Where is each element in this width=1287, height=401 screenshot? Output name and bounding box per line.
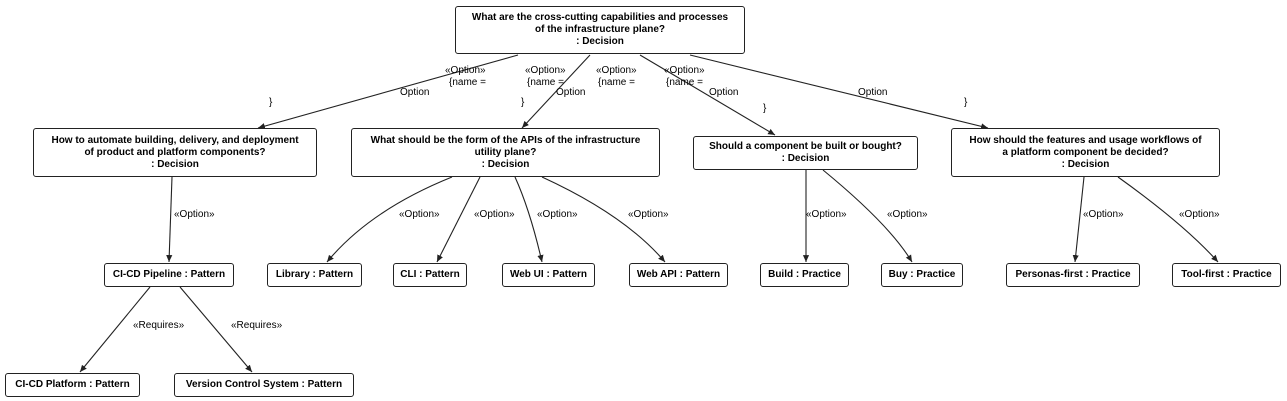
decision-apis[interactable]: What should be the form of the APIs of t…	[351, 128, 660, 177]
edge-bob-buy	[822, 169, 913, 263]
edge-root-automate	[257, 54, 519, 130]
node-text: Should a component be built or bought?	[709, 141, 902, 152]
edge-label-stereotype: «Option»	[1083, 209, 1124, 220]
edge-cicd-platform	[79, 286, 151, 373]
practice-tool-first[interactable]: Tool-first : Practice	[1172, 263, 1281, 287]
edge-label-stereotype: «Option»	[806, 209, 847, 220]
node-text: How should the features and usage workfl…	[969, 134, 1202, 146]
practice-personas-first[interactable]: Personas-first : Practice	[1006, 263, 1140, 287]
edge-label-stereotype: «Option»	[596, 65, 637, 76]
node-text: of product and platform components?	[84, 146, 266, 158]
node-text: : Decision	[781, 153, 830, 164]
pattern-vcs[interactable]: Version Control System : Pattern	[174, 373, 354, 397]
node-text: : Decision	[576, 36, 624, 47]
edge-label-requires: «Requires»	[231, 320, 283, 331]
edge-label-brace: }	[763, 103, 767, 114]
pattern-library[interactable]: Library : Pattern	[267, 263, 362, 287]
practice-buy[interactable]: Buy : Practice	[881, 263, 963, 287]
pattern-web-api[interactable]: Web API : Pattern	[629, 263, 728, 287]
pattern-cicd-platform[interactable]: CI-CD Platform : Pattern	[5, 373, 140, 397]
edge-label-stereotype: «Option»	[399, 209, 440, 220]
edge-label-option: Option	[858, 87, 888, 98]
node-text: : Decision	[1061, 158, 1110, 170]
edge-label-stereotype: «Option»	[537, 209, 578, 220]
edge-label-stereotype: «Option»	[628, 209, 669, 220]
edge-root-build-or-buy	[639, 54, 776, 136]
decision-automate[interactable]: How to automate building, delivery, and …	[33, 128, 317, 177]
edge-label-brace: }	[521, 97, 525, 108]
node-text: utility plane?	[474, 146, 537, 158]
edge-label-stereotype: «Option»	[664, 65, 705, 76]
edge-label-stereotype: «Option»	[887, 209, 928, 220]
edge-apis-webapi	[541, 176, 666, 263]
pattern-cli[interactable]: CLI : Pattern	[393, 263, 467, 287]
edge-automate-cicd	[166, 176, 173, 263]
edge-features-personas	[1072, 176, 1085, 263]
decision-build-or-buy[interactable]: Should a component be built or bought? :…	[693, 136, 918, 170]
edge-label-stereotype: «Option»	[525, 65, 566, 76]
edge-apis-library	[326, 176, 453, 263]
node-text: : Decision	[151, 158, 199, 170]
edge-label-stereotype: «Option»	[474, 209, 515, 220]
practice-build[interactable]: Build : Practice	[760, 263, 849, 287]
edge-root-apis	[521, 54, 591, 129]
edge-label-option: Option	[400, 87, 430, 98]
edge-apis-cli	[436, 176, 481, 263]
node-text: a platform component be decided?	[1002, 146, 1169, 158]
decision-root[interactable]: What are the cross-cutting capabilities …	[455, 6, 745, 54]
edge-label-brace: }	[269, 97, 273, 108]
edge-root-features	[689, 54, 989, 130]
edge-label-name: {name =	[527, 77, 564, 88]
edge-label-option: Option	[709, 87, 739, 98]
node-text: What are the cross-cutting capabilities …	[471, 12, 729, 23]
edge-label-brace: }	[964, 97, 968, 108]
edge-features-tool	[1117, 176, 1219, 263]
node-text: How to automate building, delivery, and …	[51, 134, 299, 146]
edge-label-requires: «Requires»	[133, 320, 185, 331]
edge-label-option: Option	[556, 87, 586, 98]
edge-label-stereotype: «Option»	[1179, 209, 1220, 220]
pattern-cicd-pipeline[interactable]: CI-CD Pipeline : Pattern	[104, 263, 234, 287]
edge-apis-webui	[514, 176, 544, 263]
decision-features[interactable]: How should the features and usage workfl…	[951, 128, 1220, 177]
edge-label-stereotype: «Option»	[445, 65, 486, 76]
edge-cicd-vcs	[179, 286, 253, 373]
edge-label-name: {name =	[666, 77, 703, 88]
edge-label-name: {name =	[449, 77, 486, 88]
node-text: What should be the form of the APIs of t…	[370, 134, 641, 146]
node-text: of the infrastructure plane?	[534, 24, 665, 35]
edge-label-stereotype: «Option»	[174, 209, 215, 220]
edge-label-name: {name =	[598, 77, 635, 88]
node-text: : Decision	[481, 158, 530, 170]
pattern-web-ui[interactable]: Web UI : Pattern	[502, 263, 595, 287]
